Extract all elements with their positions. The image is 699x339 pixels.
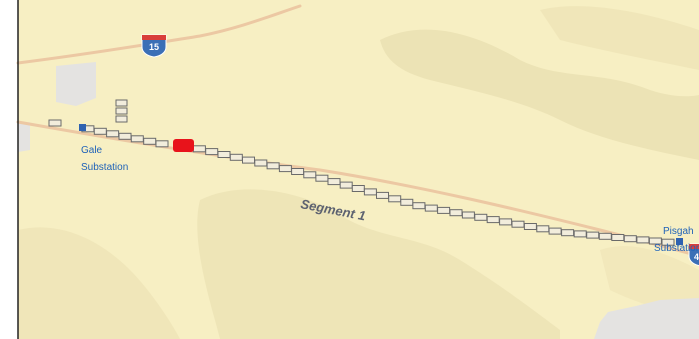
tower-marker[interactable] bbox=[598, 232, 612, 240]
tower-marker[interactable] bbox=[412, 202, 426, 210]
tower-marker[interactable] bbox=[155, 140, 169, 148]
tower-marker[interactable] bbox=[106, 130, 120, 138]
label-line: Pisgah bbox=[663, 226, 694, 237]
tower-marker[interactable] bbox=[351, 185, 365, 192]
pisgah-substation-icon[interactable] bbox=[676, 238, 683, 245]
urban-area bbox=[594, 298, 699, 339]
tower-marker[interactable] bbox=[636, 236, 650, 244]
tower-marker[interactable] bbox=[623, 235, 637, 243]
tower-marker[interactable] bbox=[254, 159, 268, 167]
tower-marker[interactable] bbox=[205, 148, 219, 156]
tower-marker[interactable] bbox=[573, 230, 587, 238]
tower-marker[interactable] bbox=[449, 209, 463, 217]
tower-marker[interactable] bbox=[93, 127, 107, 135]
tower-marker[interactable] bbox=[486, 216, 500, 224]
tower-marker[interactable] bbox=[499, 218, 513, 226]
tower-marker[interactable] bbox=[339, 181, 353, 189]
tower-marker[interactable] bbox=[548, 227, 562, 235]
tower-marker[interactable] bbox=[400, 198, 414, 206]
tower-marker[interactable] bbox=[611, 234, 625, 241]
interstate-15-road bbox=[16, 4, 302, 65]
tower-marker[interactable] bbox=[437, 206, 451, 214]
tower-marker[interactable] bbox=[661, 238, 675, 246]
highlighted-tower[interactable] bbox=[173, 139, 194, 152]
tower-marker[interactable] bbox=[648, 237, 662, 245]
tower-marker[interactable] bbox=[115, 115, 128, 123]
isolated-towers bbox=[48, 99, 128, 127]
tower-marker[interactable] bbox=[511, 220, 525, 228]
shield-route-number: 15 bbox=[149, 42, 159, 52]
tower-marker[interactable] bbox=[303, 171, 317, 179]
tower-marker[interactable] bbox=[561, 229, 575, 237]
tower-marker[interactable] bbox=[474, 213, 488, 221]
tower-marker[interactable] bbox=[424, 204, 438, 212]
tower-marker[interactable] bbox=[315, 174, 329, 182]
tower-marker[interactable] bbox=[130, 135, 144, 143]
tower-marker[interactable] bbox=[278, 165, 292, 173]
tower-marker[interactable] bbox=[118, 132, 132, 140]
tower-marker[interactable] bbox=[115, 99, 128, 107]
tower-marker[interactable] bbox=[266, 162, 280, 170]
tower-marker[interactable] bbox=[192, 145, 206, 153]
urban-area bbox=[18, 122, 30, 152]
tower-marker[interactable] bbox=[363, 188, 377, 196]
tower-marker[interactable] bbox=[291, 168, 305, 175]
tower-marker[interactable] bbox=[327, 178, 341, 186]
tower-marker[interactable] bbox=[536, 225, 550, 233]
gale-substation-icon[interactable] bbox=[79, 124, 86, 131]
label-line: Gale bbox=[81, 145, 103, 156]
urban-area bbox=[56, 62, 96, 106]
tower-marker[interactable] bbox=[242, 156, 255, 164]
tower-marker[interactable] bbox=[143, 137, 157, 145]
shield-route-number: 4 bbox=[694, 252, 699, 262]
interstate-40-shield-icon: 4 bbox=[688, 243, 699, 267]
urban-areas bbox=[18, 62, 699, 339]
gale-substation-label[interactable]: Gale Substation bbox=[81, 145, 128, 173]
transmission-towers bbox=[81, 125, 675, 246]
tower-marker[interactable] bbox=[523, 223, 537, 230]
interstate-15-shield-icon: 15 bbox=[141, 34, 167, 58]
tower-marker[interactable] bbox=[217, 151, 231, 158]
tower-marker[interactable] bbox=[48, 119, 62, 127]
tower-marker[interactable] bbox=[115, 107, 128, 115]
label-line: Substation bbox=[81, 162, 128, 173]
pisgah-substation-label[interactable]: Pisgah Substation bbox=[654, 226, 699, 254]
tower-marker[interactable] bbox=[388, 195, 402, 203]
tower-marker[interactable] bbox=[376, 191, 389, 199]
tower-marker[interactable] bbox=[586, 231, 600, 239]
label-line: Substation bbox=[654, 243, 699, 254]
tower-marker[interactable] bbox=[229, 153, 243, 161]
hill-shading bbox=[18, 6, 699, 339]
tower-marker[interactable] bbox=[461, 211, 475, 219]
